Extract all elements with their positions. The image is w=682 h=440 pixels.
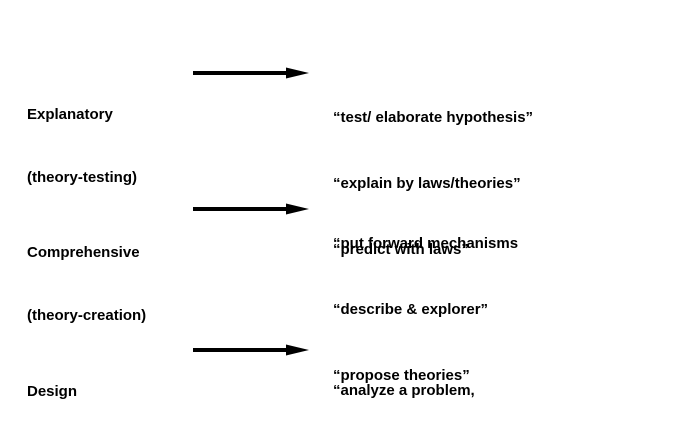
description-line: “test/ elaborate hypothesis” xyxy=(333,109,534,126)
category-label-comprehensive: Comprehensive (theory-creation) xyxy=(27,200,146,368)
arrow-right-icon xyxy=(193,66,309,80)
description-line: “describe & explorer” xyxy=(333,301,489,318)
arrow-right-icon xyxy=(193,343,309,357)
description-line: “explain by laws/theories” xyxy=(333,175,521,192)
category-label-line: Explanatory xyxy=(27,106,113,123)
category-label-line: (theory-testing) xyxy=(27,169,137,186)
description-line: “put forward mechanisms xyxy=(333,235,519,252)
category-label-line: (theory-creation) xyxy=(27,307,147,324)
category-label-design: Design xyxy=(27,339,77,440)
description-line: “propose theories” xyxy=(333,367,470,384)
category-label-line: Design xyxy=(27,383,78,400)
description-line: “predict with laws” xyxy=(333,241,469,258)
category-label-line: Comprehensive xyxy=(27,244,140,261)
arrow-right-icon xyxy=(193,202,309,216)
description-list-design: “analyze a problem, present a solution a… xyxy=(333,336,572,440)
category-label-explanatory: Explanatory (theory-testing) xyxy=(27,62,137,230)
description-list-explanatory: “test/ elaborate hypothesis” “explain by… xyxy=(333,63,533,305)
description-line: “analyze a problem, xyxy=(333,382,475,399)
description-list-comprehensive: “put forward mechanisms “describe & expl… xyxy=(333,189,518,431)
